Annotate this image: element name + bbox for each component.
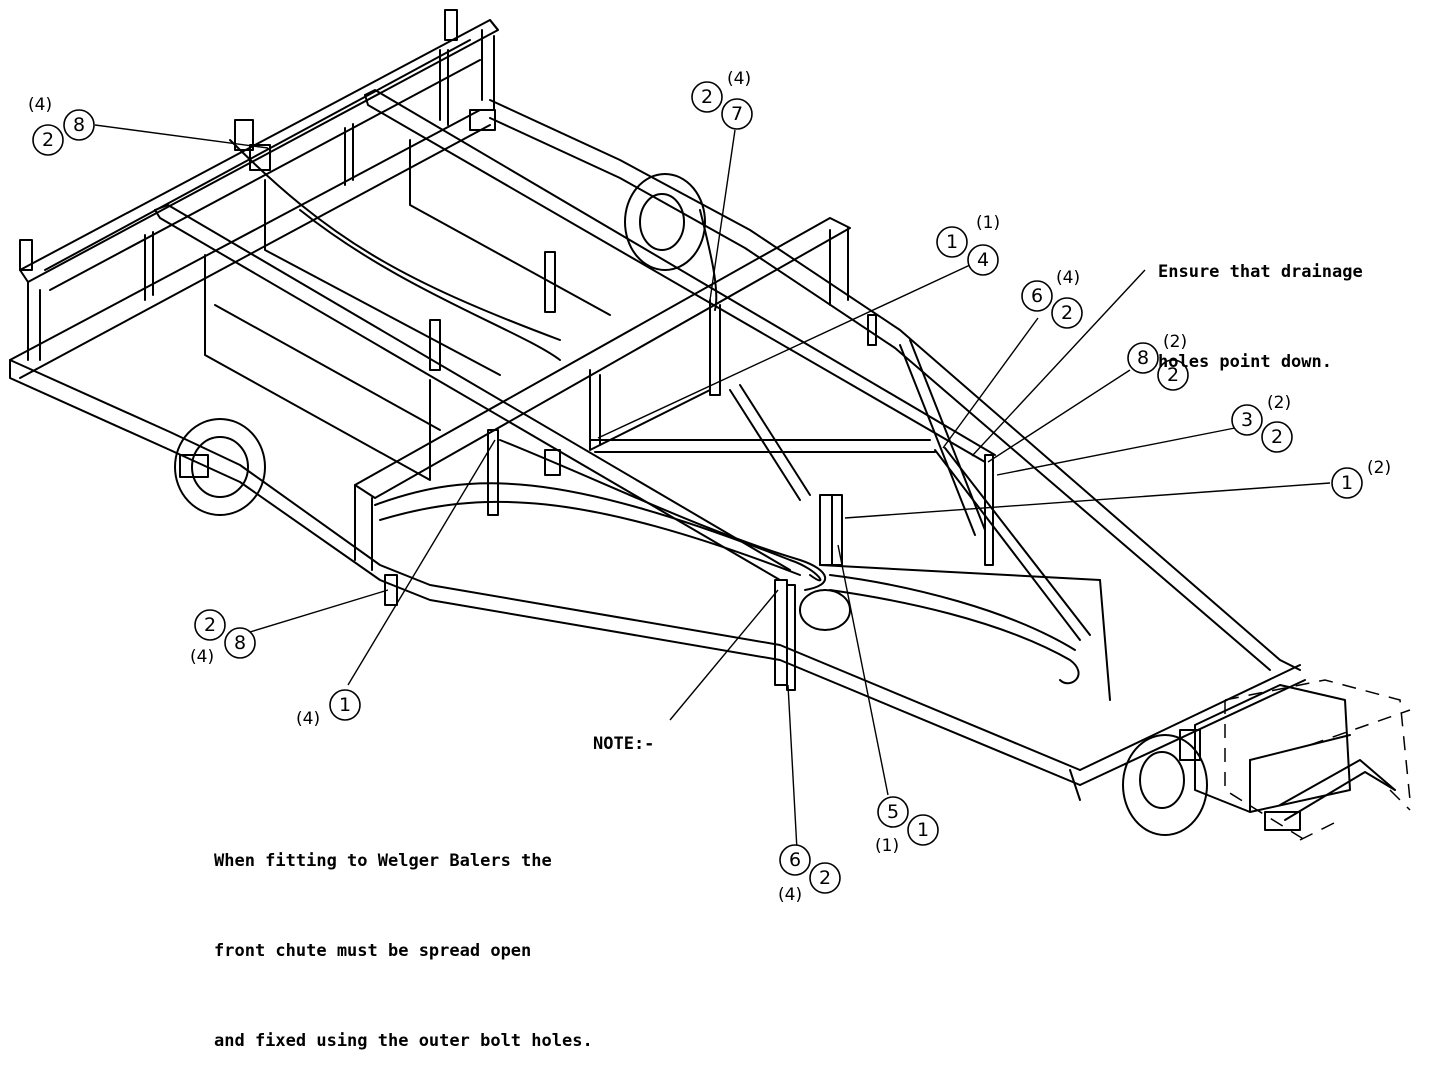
callout-number: 2 <box>1167 364 1179 386</box>
trailer-frame-drawing: (4) 2 8 2 7 (4) 1 4 (1) 6 2 (4) 8 2 (2) … <box>9 9 1411 905</box>
callout-qty: (4) <box>296 709 320 729</box>
callout-c4: 6 2 (4) <box>1021 268 1083 329</box>
callout-qty: (4) <box>190 647 214 667</box>
welger-note-line: and fixed using the outer bolt holes. <box>214 1031 593 1051</box>
callout-number: 2 <box>1271 426 1283 448</box>
callout-c8: 2 8 (4) <box>190 609 256 667</box>
callout-number: 1 <box>917 819 929 841</box>
callout-number: 6 <box>1031 285 1043 307</box>
callout-number: 2 <box>701 86 713 108</box>
callout-number: 8 <box>73 114 85 136</box>
drainage-note: Ensure that drainage holes point down. <box>1158 197 1363 407</box>
callout-c9: (4) 1 <box>296 689 361 729</box>
callout-number: 2 <box>819 867 831 889</box>
callout-qty: (2) <box>1267 393 1291 413</box>
callout-c6: 3 2 (2) <box>1231 393 1293 453</box>
callout-number: 8 <box>234 632 246 654</box>
front-wheel <box>1122 734 1208 836</box>
callout-qty: (2) <box>1163 332 1187 352</box>
callout-number: 2 <box>42 129 54 151</box>
callout-qty: (4) <box>28 95 52 115</box>
callout-number: 2 <box>204 614 216 636</box>
callout-qty: (4) <box>778 885 802 905</box>
drainage-note-line: Ensure that drainage <box>1158 262 1363 282</box>
callout-c7: 1 (2) <box>1331 458 1391 499</box>
callout-qty: (2) <box>1367 458 1391 478</box>
callout-c2: 2 7 (4) <box>691 69 753 130</box>
callout-number: 2 <box>1061 302 1073 324</box>
middle-wheel <box>799 589 851 631</box>
callout-c11: 6 2 (4) <box>778 844 841 905</box>
left-wheel <box>174 418 266 516</box>
welger-note-line: front chute must be spread open <box>214 941 532 961</box>
right-rear-wheel <box>624 173 706 271</box>
callout-c5: 8 2 (2) <box>1127 332 1189 391</box>
callout-c10: 5 1 (1) <box>875 796 939 856</box>
note-heading: NOTE:- <box>593 734 655 754</box>
callout-number: 3 <box>1241 409 1253 431</box>
callout-number: 4 <box>977 249 989 271</box>
callout-c3: 1 4 (1) <box>936 213 1000 276</box>
callout-number: 1 <box>1341 472 1353 494</box>
callout-qty: (4) <box>727 69 751 89</box>
callout-number: 7 <box>731 103 743 125</box>
leader-lines <box>94 124 1331 851</box>
welger-note-line: When fitting to Welger Balers the <box>214 851 552 871</box>
callout-c1: (4) 2 8 <box>28 95 95 156</box>
callout-number: 5 <box>887 801 899 823</box>
drainage-note-line: holes point down. <box>1158 352 1332 372</box>
callout-qty: (4) <box>1056 268 1080 288</box>
callout-number: 1 <box>946 231 958 253</box>
callout-qty: (1) <box>976 213 1000 233</box>
welger-note: When fitting to Welger Balers the front … <box>214 786 593 1086</box>
callout-number: 6 <box>789 849 801 871</box>
trailer-frame <box>9 9 1411 841</box>
callout-number: 1 <box>339 694 351 716</box>
callout-number: 8 <box>1137 347 1149 369</box>
callout-qty: (1) <box>875 836 899 856</box>
